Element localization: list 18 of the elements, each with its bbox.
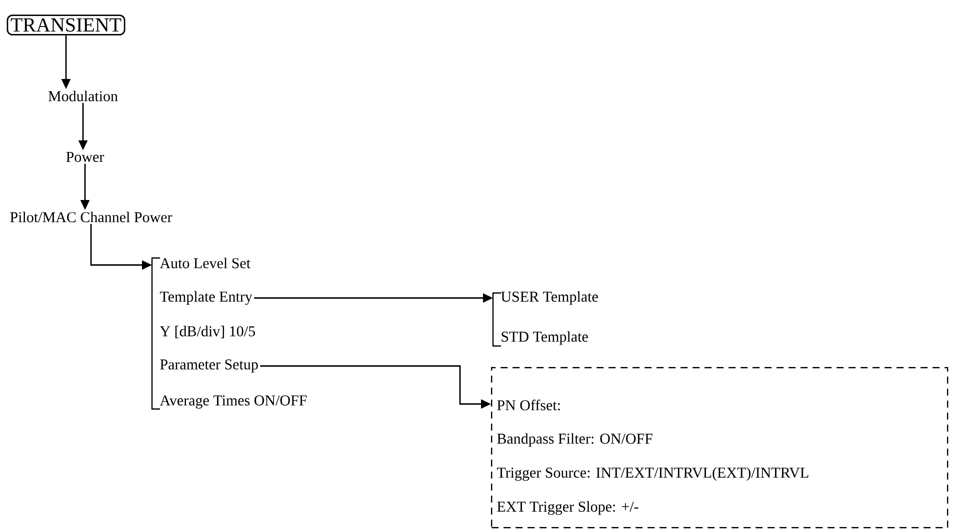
menu-item: Power <box>66 152 104 162</box>
bracket <box>151 257 160 410</box>
menu-box: TRANSIENT <box>6 14 126 36</box>
menu-item: Modulation <box>48 90 118 102</box>
bracket <box>492 292 501 347</box>
menu-item: Bandpass Filter: ON/OFF <box>497 433 652 447</box>
menu-item: Pilot/MAC Channel Power <box>10 212 172 222</box>
menu-item: Trigger Source: INT/EXT/INTRVL(EXT)/INTRVL <box>496 467 808 481</box>
dashed-box <box>491 367 948 528</box>
menu-item: PN Offset: <box>497 400 560 410</box>
menu-item: Template Entry <box>160 291 252 305</box>
menu-item: USER Template <box>501 291 598 305</box>
menu-item: Auto Level Set <box>160 258 250 268</box>
menu-item: EXT Trigger Slope: +/- <box>497 501 638 515</box>
menu-item: Y [dB/div] 10/5 <box>160 326 255 338</box>
menu-item: Parameter Setup <box>160 359 258 373</box>
menu-item: Average Times ON/OFF <box>160 395 307 409</box>
menu-item: STD Template <box>502 331 588 345</box>
